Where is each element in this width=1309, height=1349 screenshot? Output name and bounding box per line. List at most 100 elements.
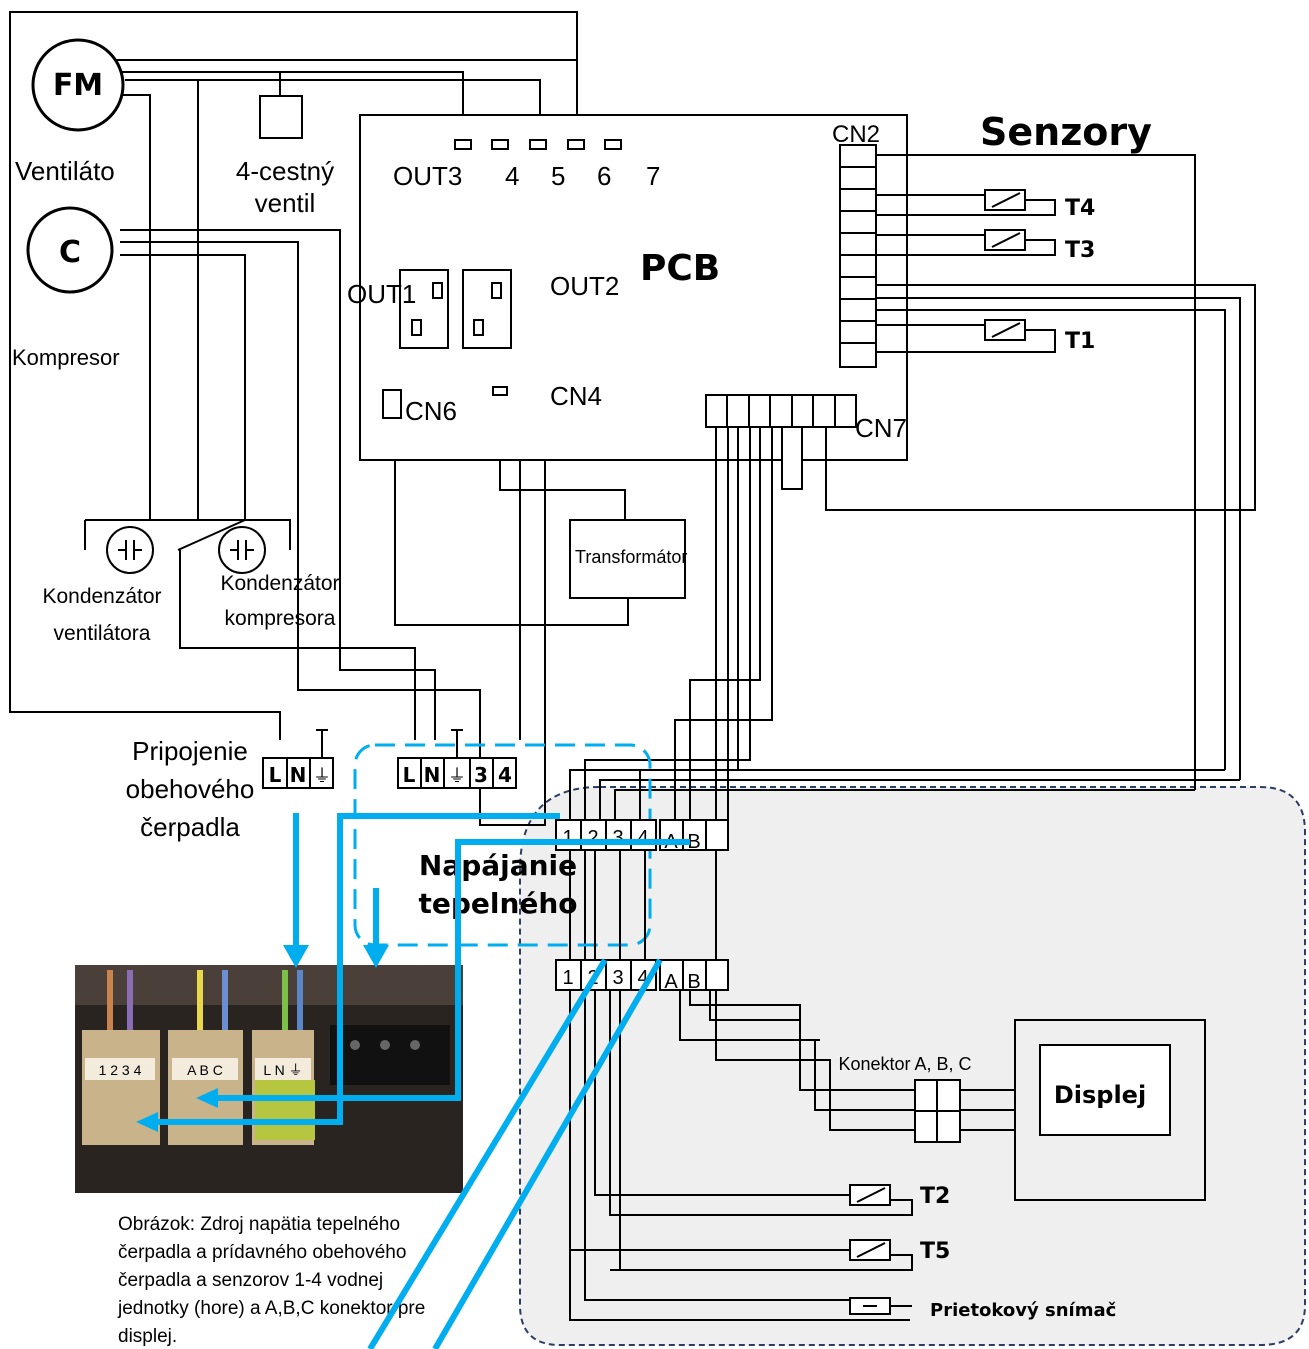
cn2-connector — [839, 144, 877, 368]
four-way-valve-icon — [259, 95, 303, 139]
arrow-line-2 — [367, 958, 608, 1349]
compressor-capacitor-label-line2: kompresora — [225, 607, 336, 630]
pump-terminal-ground: ⏚ — [313, 766, 331, 786]
water-terminal-block-bottom — [555, 959, 729, 991]
water-top-terminal-b: B — [687, 831, 700, 853]
water-bottom-terminal-1: 1 — [562, 967, 573, 989]
blue-arrows — [136, 813, 690, 1349]
sensor-t2-icon — [849, 1184, 891, 1206]
photo-label-1234: 1 2 3 4 — [99, 1062, 142, 1078]
cn4-connector — [492, 386, 508, 396]
arrow-1234-head — [136, 1112, 158, 1132]
out2-label: OUT2 — [550, 271, 619, 301]
pump-label-line3: čerpadla — [140, 812, 240, 842]
water-bottom-terminal-a: A — [664, 971, 678, 993]
fan-capacitor-label-line2: ventilátora — [54, 622, 151, 645]
photo-label-abc: A B C — [187, 1062, 223, 1078]
power-label-line1: Napájanie — [419, 849, 577, 882]
fan-motor-label: FM — [53, 68, 103, 103]
water-bottom-terminal-3: 3 — [612, 967, 623, 989]
arrow-pump-head — [283, 945, 309, 968]
arrow-1234 — [155, 813, 560, 1125]
power-terminal-l: L — [403, 763, 416, 787]
cn7-label: CN7 — [855, 413, 907, 443]
power-terminal-ground: ⏚ — [448, 766, 466, 786]
out4-label: 4 — [505, 161, 519, 191]
power-label-line2: tepelného — [418, 887, 577, 920]
caption-line1: Obrázok: Zdroj napätia tepelného — [118, 1214, 400, 1235]
out1-label: OUT1 — [347, 279, 416, 309]
power-terminal-block — [397, 729, 517, 789]
pcb-label: PCB — [640, 248, 720, 289]
connector-abc — [914, 1079, 961, 1143]
fan-capacitor-icon — [106, 526, 154, 574]
t5-label: T5 — [920, 1239, 950, 1264]
cn7-connector — [705, 394, 857, 490]
flow-sensor-label: Prietokový snímač — [930, 1300, 1116, 1321]
sensor-t5-icon — [849, 1239, 891, 1261]
water-unit-wiring — [569, 850, 1015, 1320]
arrow-ab — [215, 839, 690, 1101]
ventilator-label: Ventiláto — [15, 156, 115, 186]
compressor-symbol-label: C — [59, 235, 81, 270]
water-bottom-terminal-4: 4 — [637, 967, 648, 989]
t3-label: T3 — [1065, 238, 1095, 263]
out3-label: OUT3 — [393, 161, 462, 191]
fan-motor-icon — [31, 38, 125, 132]
arrow-ab-head — [196, 1088, 218, 1108]
compressor-capacitor-label-line1: Kondenzátor — [220, 572, 339, 595]
sensor-t1-icon — [984, 319, 1026, 341]
water-top-terminal-1: 1 — [562, 827, 573, 849]
power-terminal-3: 3 — [474, 763, 488, 787]
sensor-t3-icon — [984, 229, 1026, 251]
senzory-label: Senzory — [980, 110, 1152, 154]
pump-label-line2: obehového — [126, 774, 255, 804]
sensor-t4-icon — [984, 189, 1026, 211]
photo-label-ln: L N ⏚ — [263, 1062, 302, 1078]
out5-label: 5 — [551, 161, 565, 191]
fan-capacitor-label-line1: Kondenzátor — [42, 585, 161, 608]
compressor-capacitor-icon — [218, 526, 266, 574]
caption-line3: čerpadla a senzorov 1-4 vodnej — [118, 1270, 383, 1291]
compressor-icon — [26, 206, 114, 294]
display-label: Displej — [1054, 1081, 1146, 1109]
connector-abc-label: Konektor A, B, C — [838, 1054, 971, 1074]
cn6-label: CN6 — [405, 396, 457, 426]
terminal-photo — [75, 965, 463, 1193]
pump-terminal-l: L — [269, 763, 282, 787]
caption-line2: čerpadla a prídavného obehového — [118, 1242, 406, 1263]
flow-sensor-icon — [849, 1297, 891, 1315]
arrow-line-a — [432, 958, 663, 1349]
out-connectors — [454, 139, 622, 150]
pump-terminal-n: N — [290, 763, 307, 787]
valve-label-line2: ventil — [255, 188, 316, 218]
cn7-wiring — [569, 427, 1240, 1321]
arrow-power-head — [363, 945, 389, 968]
power-terminal-4: 4 — [498, 763, 512, 787]
transformer-box — [569, 519, 686, 599]
power-terminal-n: N — [424, 763, 441, 787]
out7-label: 7 — [646, 161, 660, 191]
water-top-terminal-2: 2 — [587, 827, 598, 849]
cn2-label: CN2 — [832, 121, 880, 148]
cn4-label: CN4 — [550, 381, 602, 411]
water-top-terminal-3: 3 — [612, 827, 623, 849]
pump-terminal-block — [262, 729, 334, 789]
t4-label: T4 — [1065, 196, 1095, 221]
t2-label: T2 — [920, 1184, 950, 1209]
sensor-wiring — [825, 154, 1256, 790]
caption-line4: jednotky (hore) a A,B,C konektor pre — [117, 1298, 425, 1319]
caption-line5: displej. — [118, 1326, 177, 1347]
cn6-connector — [382, 389, 402, 419]
valve-label-line1: 4-cestný — [236, 156, 334, 186]
t1-label: T1 — [1065, 329, 1095, 354]
compressor-label: Kompresor — [12, 345, 120, 370]
display-inner — [1039, 1044, 1171, 1136]
water-bottom-terminal-b: B — [687, 971, 700, 993]
transformer-label: Transformátor — [575, 547, 687, 567]
pump-label-line1: Pripojenie — [132, 736, 248, 766]
out6-label: 6 — [597, 161, 611, 191]
water-top-terminal-4: 4 — [637, 827, 648, 849]
out2-relay — [462, 269, 512, 349]
